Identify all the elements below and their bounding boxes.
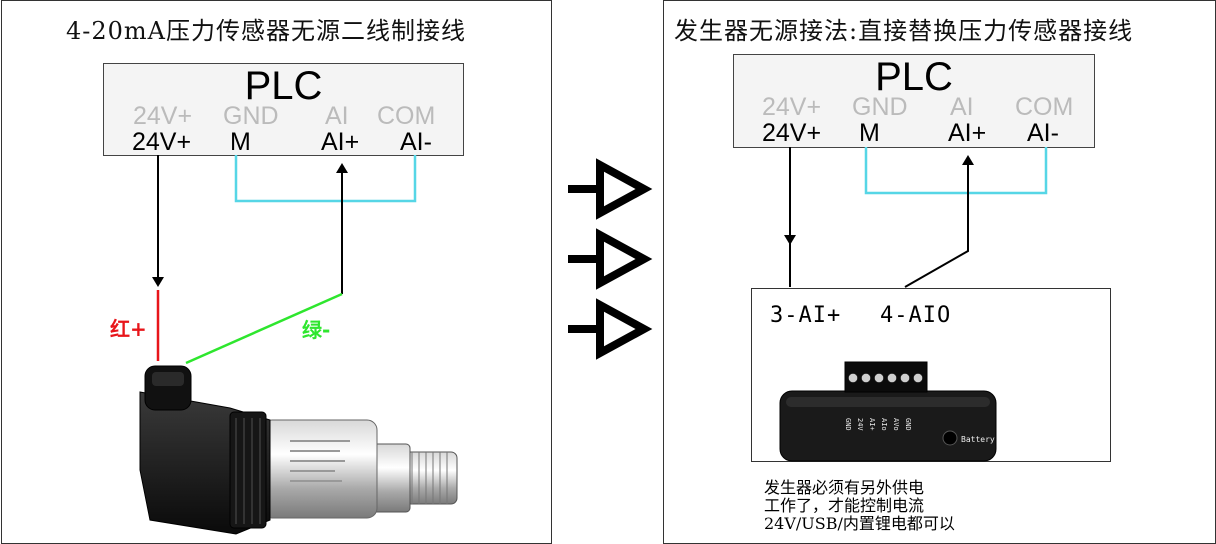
left-plc-gray-com: COM bbox=[377, 102, 436, 130]
left-plc-label-24v: 24V+ bbox=[132, 128, 192, 156]
left-plc-gray-ai: AI bbox=[325, 102, 349, 130]
svg-text:Battery: Battery bbox=[961, 435, 995, 444]
right-plc-title: PLC bbox=[875, 55, 953, 99]
generator-terminal-3: 3-AI+ bbox=[770, 303, 842, 328]
left-plc-label-ai-plus: AI+ bbox=[321, 128, 360, 156]
generator-terminal-4: 4-AIO bbox=[880, 303, 952, 328]
right-plc-label-ai-minus: AI- bbox=[1027, 119, 1059, 147]
left-plc-label-ai-minus: AI- bbox=[400, 128, 432, 156]
svg-text:AI+: AI+ bbox=[868, 418, 876, 431]
svg-text:24V: 24V bbox=[856, 418, 864, 431]
right-cyan-link bbox=[864, 147, 1048, 195]
right-plc-box: PLC 24V+ GND AI COM 24V+ M AI+ AI- bbox=[733, 54, 1095, 148]
pressure-sensor-image bbox=[139, 365, 458, 535]
left-panel-title: 4-20mA压力传感器无源二线制接线 bbox=[66, 17, 467, 45]
note-line-1: 发生器必须有另外供电 bbox=[764, 478, 925, 497]
left-plc-title: PLC bbox=[244, 64, 323, 108]
right-plc-gray-ai: AI bbox=[950, 93, 974, 121]
right-plc-gray-com: COM bbox=[1015, 93, 1074, 121]
left-plc-label-m: M bbox=[230, 128, 251, 156]
left-plc-box: PLC 24V+ GND AI COM 24V+ M AI+ AI- bbox=[103, 63, 464, 156]
left-plc-gray-24v: 24V+ bbox=[133, 102, 193, 130]
note-line-3: 24V/USB/内置锂电都可以 bbox=[764, 514, 955, 533]
generator-note: 发生器必须有另外供电 工作了，才能控制电流 24V/USB/内置锂电都可以 bbox=[764, 479, 955, 533]
right-plc-label-24v: 24V+ bbox=[762, 119, 822, 147]
generator-device-image: GND 24V AI+ AIo AVo GND Battery bbox=[779, 361, 997, 462]
svg-text:AVo: AVo bbox=[892, 418, 900, 431]
green-wire-label: 绿- bbox=[302, 318, 331, 342]
right-plc-label-ai-plus: AI+ bbox=[948, 119, 987, 147]
left-plc-gray-gnd: GND bbox=[223, 102, 279, 130]
svg-text:GND: GND bbox=[844, 418, 852, 431]
right-plc-gray-24v: 24V+ bbox=[762, 93, 822, 121]
right-ai-wire bbox=[904, 155, 974, 288]
right-panel-title: 发生器无源接法:直接替换压力传感器接线 bbox=[674, 17, 1134, 45]
hollow-arrow-icon bbox=[568, 228, 653, 290]
left-green-wire bbox=[185, 292, 343, 365]
note-line-2: 工作了，才能控制电流 bbox=[764, 496, 925, 515]
svg-text:GND: GND bbox=[904, 418, 912, 431]
hollow-arrow-icon bbox=[568, 298, 653, 360]
right-plc-label-m: M bbox=[859, 119, 880, 147]
left-cyan-link bbox=[234, 155, 417, 203]
red-wire-label: 红+ bbox=[110, 317, 147, 341]
right-plc-gray-gnd: GND bbox=[852, 93, 908, 121]
hollow-arrow-icon bbox=[568, 158, 653, 220]
svg-text:AIo: AIo bbox=[880, 418, 888, 431]
